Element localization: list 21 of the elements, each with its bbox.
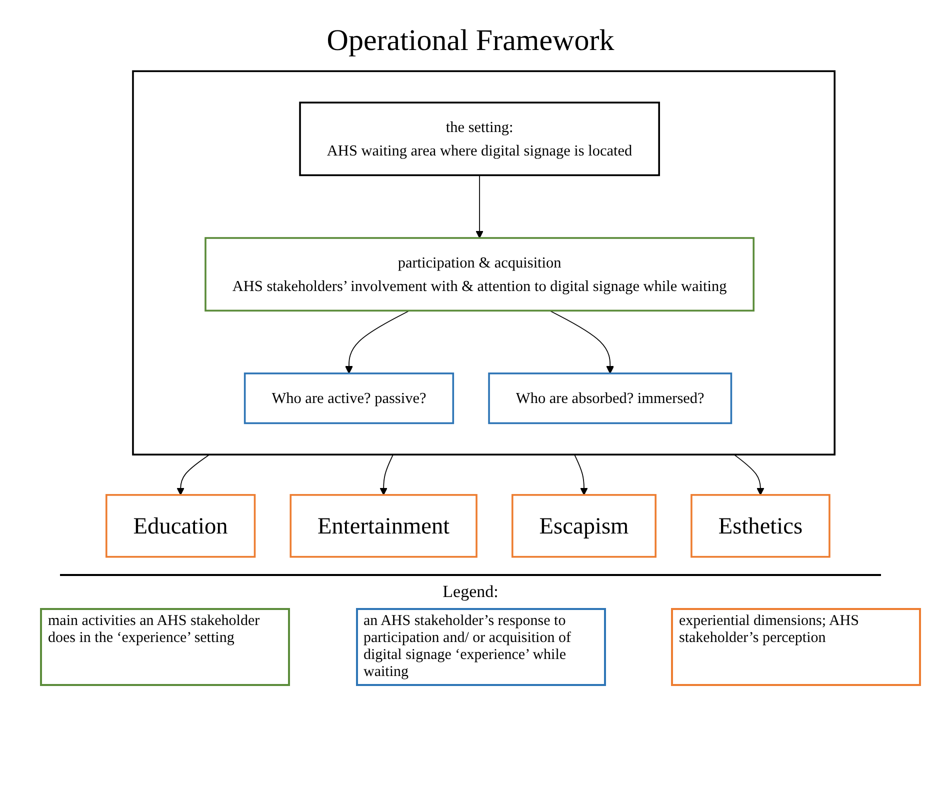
legend-entry: experiential dimensions; AHS stakeholder’s perception bbox=[671, 608, 921, 686]
legend-entry: an AHS stakeholder’s response to participation and/ or acquisition of digital signage ‘experience’ while waiting bbox=[356, 608, 606, 686]
cluster bbox=[132, 70, 836, 456]
arrow bbox=[476, 174, 484, 238]
arrow bbox=[345, 310, 410, 374]
legend-entry: main activities an AHS stakeholder does in the ‘experience’ setting bbox=[40, 608, 290, 686]
node-box: Who are active? passive? bbox=[244, 372, 454, 424]
node-box: Escapism bbox=[512, 494, 656, 558]
node-box: the setting: AHS waiting area where digital signage is located bbox=[299, 102, 660, 176]
legend-heading: Legend: bbox=[442, 582, 498, 601]
node-box: participation & acquisition AHS stakeholders’ involvement with & attention to digital signage while waiting bbox=[204, 237, 755, 312]
arrow bbox=[176, 454, 210, 496]
diagram-title: Operational Framework bbox=[326, 24, 616, 58]
arrow bbox=[574, 454, 588, 496]
arrow bbox=[380, 454, 394, 496]
node-box: Esthetics bbox=[690, 494, 830, 558]
arrow bbox=[734, 454, 764, 496]
arrow bbox=[549, 310, 614, 374]
node-box: Entertainment bbox=[290, 494, 478, 558]
node-box: Education bbox=[106, 494, 256, 558]
node-box: Who are absorbed? immersed? bbox=[488, 372, 732, 424]
